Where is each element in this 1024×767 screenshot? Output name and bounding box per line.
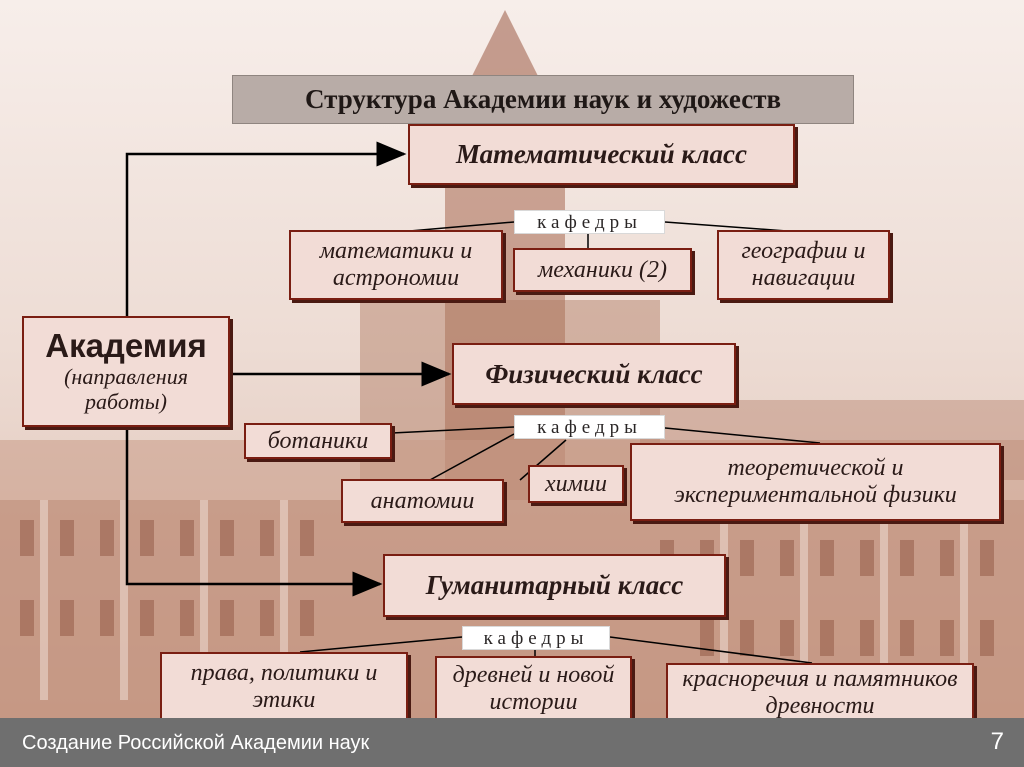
arrow-to-hum-class [125,427,383,597]
hum-class-box: Гуманитарный класс [383,554,726,617]
phys-dept-chemistry: химии [528,465,624,503]
hum-dept-oratory-antiquities: красноречия и памятников древности [666,663,974,722]
academy-name: Академия [45,327,207,365]
footer-bar: Создание Российской Академии наук 7 [0,718,1024,767]
phys-dept-theoretical-experimental-physics: теоретической и экспериментальной физики [630,443,1001,521]
hum-dept-ancient-modern-history: древней и новой истории [435,656,632,722]
slide-title: Структура Академии наук и художеств [232,75,854,124]
academy-subtitle: (направления работы) [64,364,188,414]
math-dept-geography-navigation: географии и навигации [717,230,890,300]
hum-kafedry-label: кафедры [462,626,610,650]
phys-kafedry-label: кафедры [514,415,665,439]
math-class-box: Математический класс [408,124,795,185]
footer-text: Создание Российской Академии наук [22,732,370,754]
hum-dept-law-politics-ethics: права, политики и этики [160,652,408,722]
math-kafedry-label: кафедры [514,210,665,234]
arrow-to-math-class [125,141,407,316]
math-dept-math-astronomy: математики и астрономии [289,230,503,300]
page-number: 7 [990,728,1004,755]
academy-box: Академия (направления работы) [22,316,230,427]
phys-dept-anatomy: анатомии [341,479,504,523]
phys-class-box: Физический класс [452,343,736,405]
phys-dept-botany: ботаники [244,423,392,459]
math-dept-mechanics: механики (2) [513,248,692,292]
